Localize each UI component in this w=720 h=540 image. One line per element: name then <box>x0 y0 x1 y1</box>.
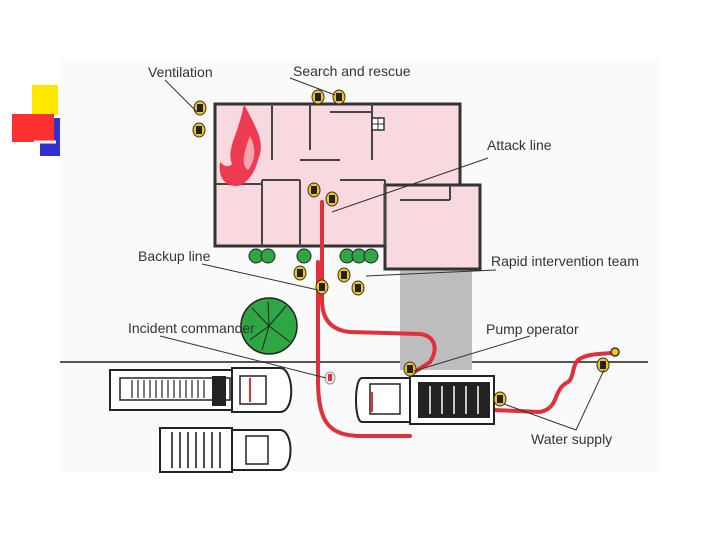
leader-water-supply-2 <box>575 369 605 431</box>
shrub-icon <box>248 248 276 264</box>
firefighter-icon <box>337 267 351 283</box>
leader-pump-operator <box>413 335 531 372</box>
firefighter-icon <box>193 100 207 116</box>
building <box>213 102 482 271</box>
label-pump-operator: Pump operator <box>486 321 579 337</box>
label-backup-line: Backup line <box>138 248 211 264</box>
hydrant-icon <box>610 347 620 357</box>
firefighter-icon <box>311 89 325 105</box>
firefighter-icon <box>324 371 336 385</box>
leader-ventilation <box>164 79 198 113</box>
backup-hose-line <box>316 260 412 438</box>
firefighter-icon <box>325 191 339 207</box>
label-water-supply: Water supply <box>531 431 613 447</box>
fire-icon <box>219 104 261 186</box>
firefighter-icon <box>596 357 610 373</box>
firefighter-icon <box>293 265 307 281</box>
fire-engine-icon <box>109 367 293 413</box>
firefighter-icon <box>493 391 507 407</box>
shrub-icon <box>339 248 379 264</box>
slide-logo <box>12 85 60 156</box>
firefighter-icon <box>332 89 346 105</box>
driveway <box>400 268 472 370</box>
shrub-icon <box>296 248 312 264</box>
fire-engine-icon <box>159 427 292 473</box>
fire-engine-icon <box>355 375 495 425</box>
tree-icon <box>240 297 298 355</box>
label-search-rescue: Search and rescue <box>293 63 411 79</box>
firefighter-icon <box>403 361 417 377</box>
firefighter-icon <box>192 122 206 138</box>
firefighter-icon <box>351 280 365 296</box>
supply-hose-line <box>492 351 614 414</box>
firefighter-icon <box>315 279 329 295</box>
label-rapid-intervention: Rapid intervention team <box>491 253 639 269</box>
leader-water-supply <box>503 403 577 431</box>
label-ventilation: Ventilation <box>148 64 213 80</box>
leader-rapid-intervention <box>365 269 497 277</box>
label-attack-line: Attack line <box>487 137 552 153</box>
firefighters <box>192 89 610 407</box>
attack-hose-line <box>320 200 437 377</box>
leader-attack-line <box>331 157 489 213</box>
leader-backup-line <box>201 263 319 291</box>
firefighter-icon <box>307 182 321 198</box>
shrub-row <box>248 248 379 264</box>
leader-search-rescue <box>289 77 336 96</box>
leader-incident-commander <box>159 335 327 379</box>
label-incident-commander: Incident commander <box>128 320 255 336</box>
